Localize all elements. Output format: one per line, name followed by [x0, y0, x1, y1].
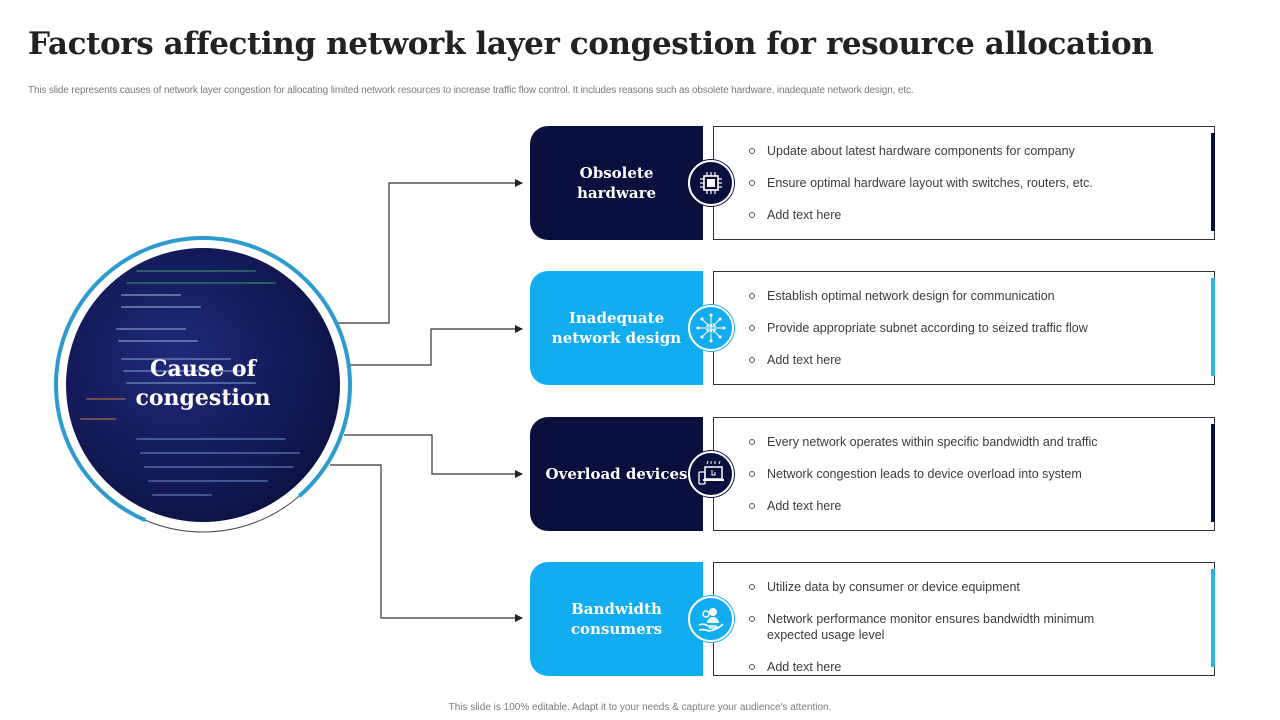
- factor-label: Bandwidth consumers: [530, 562, 703, 676]
- factor-details: Update about latest hardware components …: [713, 126, 1215, 240]
- bullet-item: Update about latest hardware components …: [747, 143, 1154, 159]
- accent-bar: [1211, 569, 1215, 667]
- bullet-circle-icon: [749, 616, 755, 622]
- bullet-item: Add text here: [747, 207, 1154, 223]
- factor-row-inadequate-network-design: Inadequate network design Establish op: [530, 271, 1220, 385]
- bullet-item: Network congestion leads to device overl…: [747, 466, 1154, 482]
- hand-user-icon: [688, 596, 734, 642]
- connector-bandwidth-consumers: [330, 464, 523, 622]
- accent-bar: [1211, 278, 1215, 376]
- bullet-circle-icon: [749, 325, 755, 331]
- bullet-item: Establish optimal network design for com…: [747, 288, 1154, 304]
- bullet-circle-icon: [749, 180, 755, 186]
- bullet-circle-icon: [749, 503, 755, 509]
- bullet-item: Add text here: [747, 659, 1154, 675]
- bullet-circle-icon: [749, 293, 755, 299]
- factor-row-overload-devices: Overload devices Every network operates …: [530, 417, 1220, 531]
- devices-overload-icon: [688, 451, 734, 497]
- network-hub-icon: [688, 305, 734, 351]
- factor-details: Establish optimal network design for com…: [713, 271, 1215, 385]
- bullet-item: Network performance monitor ensures band…: [747, 611, 1154, 643]
- slide-title: Factors affecting network layer congesti…: [28, 26, 1154, 62]
- factor-label: Obsolete hardware: [530, 126, 703, 240]
- bullet-circle-icon: [749, 357, 755, 363]
- slide-footer: This slide is 100% editable. Adapt it to…: [448, 702, 832, 713]
- bullet-circle-icon: [749, 148, 755, 154]
- bullet-item: Ensure optimal hardware layout with swit…: [747, 175, 1154, 191]
- factor-row-bandwidth-consumers: Bandwidth consumers Utilize data by cons…: [530, 562, 1220, 676]
- hub-ring: [53, 235, 353, 535]
- hub-label: Cause of congestion: [66, 355, 340, 413]
- factor-label: Inadequate network design: [530, 271, 703, 385]
- connector-obsolete-hardware: [338, 179, 523, 324]
- cpu-chip-icon: [688, 160, 734, 206]
- bullet-circle-icon: [749, 664, 755, 670]
- bullet-item: Utilize data by consumer or device equip…: [747, 579, 1154, 595]
- factor-row-obsolete-hardware: Obsolete hardware Update about latest ha…: [530, 126, 1220, 240]
- bullet-item: Provide appropriate subnet according to …: [747, 320, 1154, 336]
- accent-bar: [1211, 133, 1215, 231]
- bullet-circle-icon: [749, 584, 755, 590]
- accent-bar: [1211, 424, 1215, 522]
- factor-details: Every network operates within specific b…: [713, 417, 1215, 531]
- bullet-circle-icon: [749, 212, 755, 218]
- bullet-circle-icon: [749, 471, 755, 477]
- hub-label-line2: congestion: [135, 385, 271, 411]
- factor-label: Overload devices: [530, 417, 703, 531]
- hub-label-line1: Cause of: [150, 356, 256, 382]
- connector-overload-devices: [344, 434, 523, 478]
- bullet-circle-icon: [749, 439, 755, 445]
- bullet-item: Add text here: [747, 498, 1154, 514]
- slide-subtitle: This slide represents causes of network …: [28, 85, 914, 96]
- hub-image: [66, 248, 340, 522]
- bullet-item: Add text here: [747, 352, 1154, 368]
- bullet-item: Every network operates within specific b…: [747, 434, 1154, 450]
- factor-details: Utilize data by consumer or device equip…: [713, 562, 1215, 676]
- connector-inadequate-network-design: [350, 325, 523, 366]
